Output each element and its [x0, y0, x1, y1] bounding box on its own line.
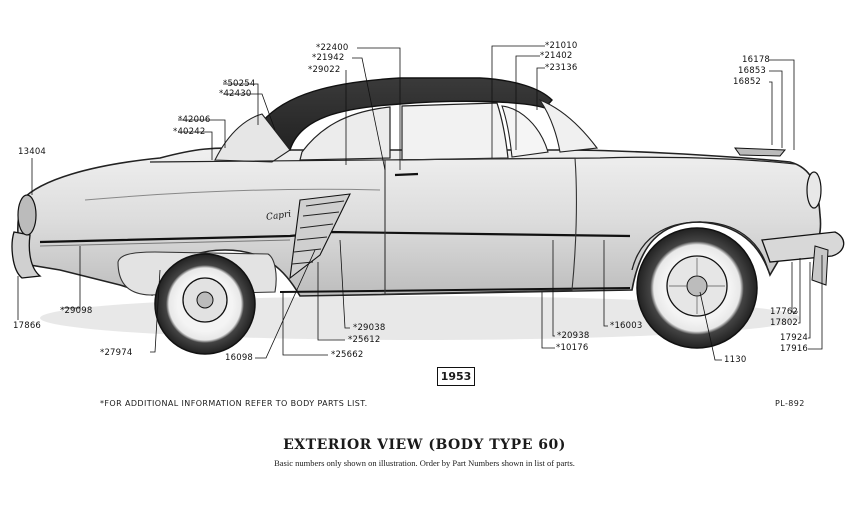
front-hub-center [686, 275, 708, 297]
door-handle [394, 172, 419, 177]
quarter-ornament [289, 193, 351, 280]
label-16852: 16852 [733, 77, 762, 87]
label-21942: *21942 [312, 53, 345, 63]
hood-ornament [733, 147, 787, 157]
ornament-ribs [291, 200, 345, 265]
label-17762: 17762 [770, 307, 799, 317]
rear-hub-center [196, 291, 214, 309]
label-16853: 16853 [738, 66, 767, 76]
label-29098: *29098 [60, 306, 93, 316]
label-22400: *22400 [316, 43, 349, 53]
label-29038: *29038 [353, 323, 386, 333]
label-21402: *21402 [540, 51, 573, 61]
label-27974: *27974 [100, 348, 133, 358]
additional-info-note: *FOR ADDITIONAL INFORMATION REFER TO BOD… [100, 399, 368, 408]
label-1130: 1130 [724, 355, 747, 365]
front-wheel-arch [631, 221, 769, 271]
label-23136: *23136 [545, 63, 578, 73]
label-50254: *50254 [223, 79, 256, 89]
diagram-title: EXTERIOR VIEW (BODY TYPE 60) [283, 437, 566, 453]
label-25612: *25612 [348, 335, 381, 345]
side-spear-lower [39, 239, 291, 247]
leader-lines [17, 45, 823, 361]
front-hub-ribs [669, 258, 725, 314]
label-20938: *20938 [557, 331, 590, 341]
label-10176: *10176 [556, 343, 589, 353]
plate-number: PL-892 [775, 399, 805, 408]
model-year-box: 1953 [437, 367, 475, 386]
label-42430: *42430 [219, 89, 252, 99]
label-17924: 17924 [780, 333, 809, 343]
label-17866: 17866 [13, 321, 42, 331]
label-42006: *42006 [178, 115, 211, 125]
rear-bumper [11, 231, 42, 279]
label-16003: *16003 [610, 321, 643, 331]
door-window [401, 102, 509, 161]
label-13404: 13404 [18, 147, 47, 157]
label-40242: *40242 [173, 127, 206, 137]
door-outline [384, 157, 577, 295]
belt-line [149, 156, 796, 165]
rear-quarter-window [299, 106, 391, 161]
roof [261, 77, 553, 151]
label-25662: *25662 [331, 350, 364, 360]
capri-script: Capri [266, 209, 292, 222]
bumper-guard [811, 245, 829, 286]
label-21010: *21010 [545, 41, 578, 51]
rear-window [214, 113, 291, 163]
label-29022: *29022 [308, 65, 341, 75]
label-16098: 16098 [225, 353, 254, 363]
windshield [538, 98, 599, 153]
fender-crease [84, 188, 381, 201]
vent-window [501, 105, 549, 158]
label-17802: 17802 [770, 318, 799, 328]
headlamp [806, 171, 822, 209]
label-16178: 16178 [742, 55, 771, 65]
tail-lamp [17, 194, 37, 236]
label-17916: 17916 [780, 344, 809, 354]
diagram-subtitle: Basic numbers only shown on illustration… [274, 458, 575, 468]
